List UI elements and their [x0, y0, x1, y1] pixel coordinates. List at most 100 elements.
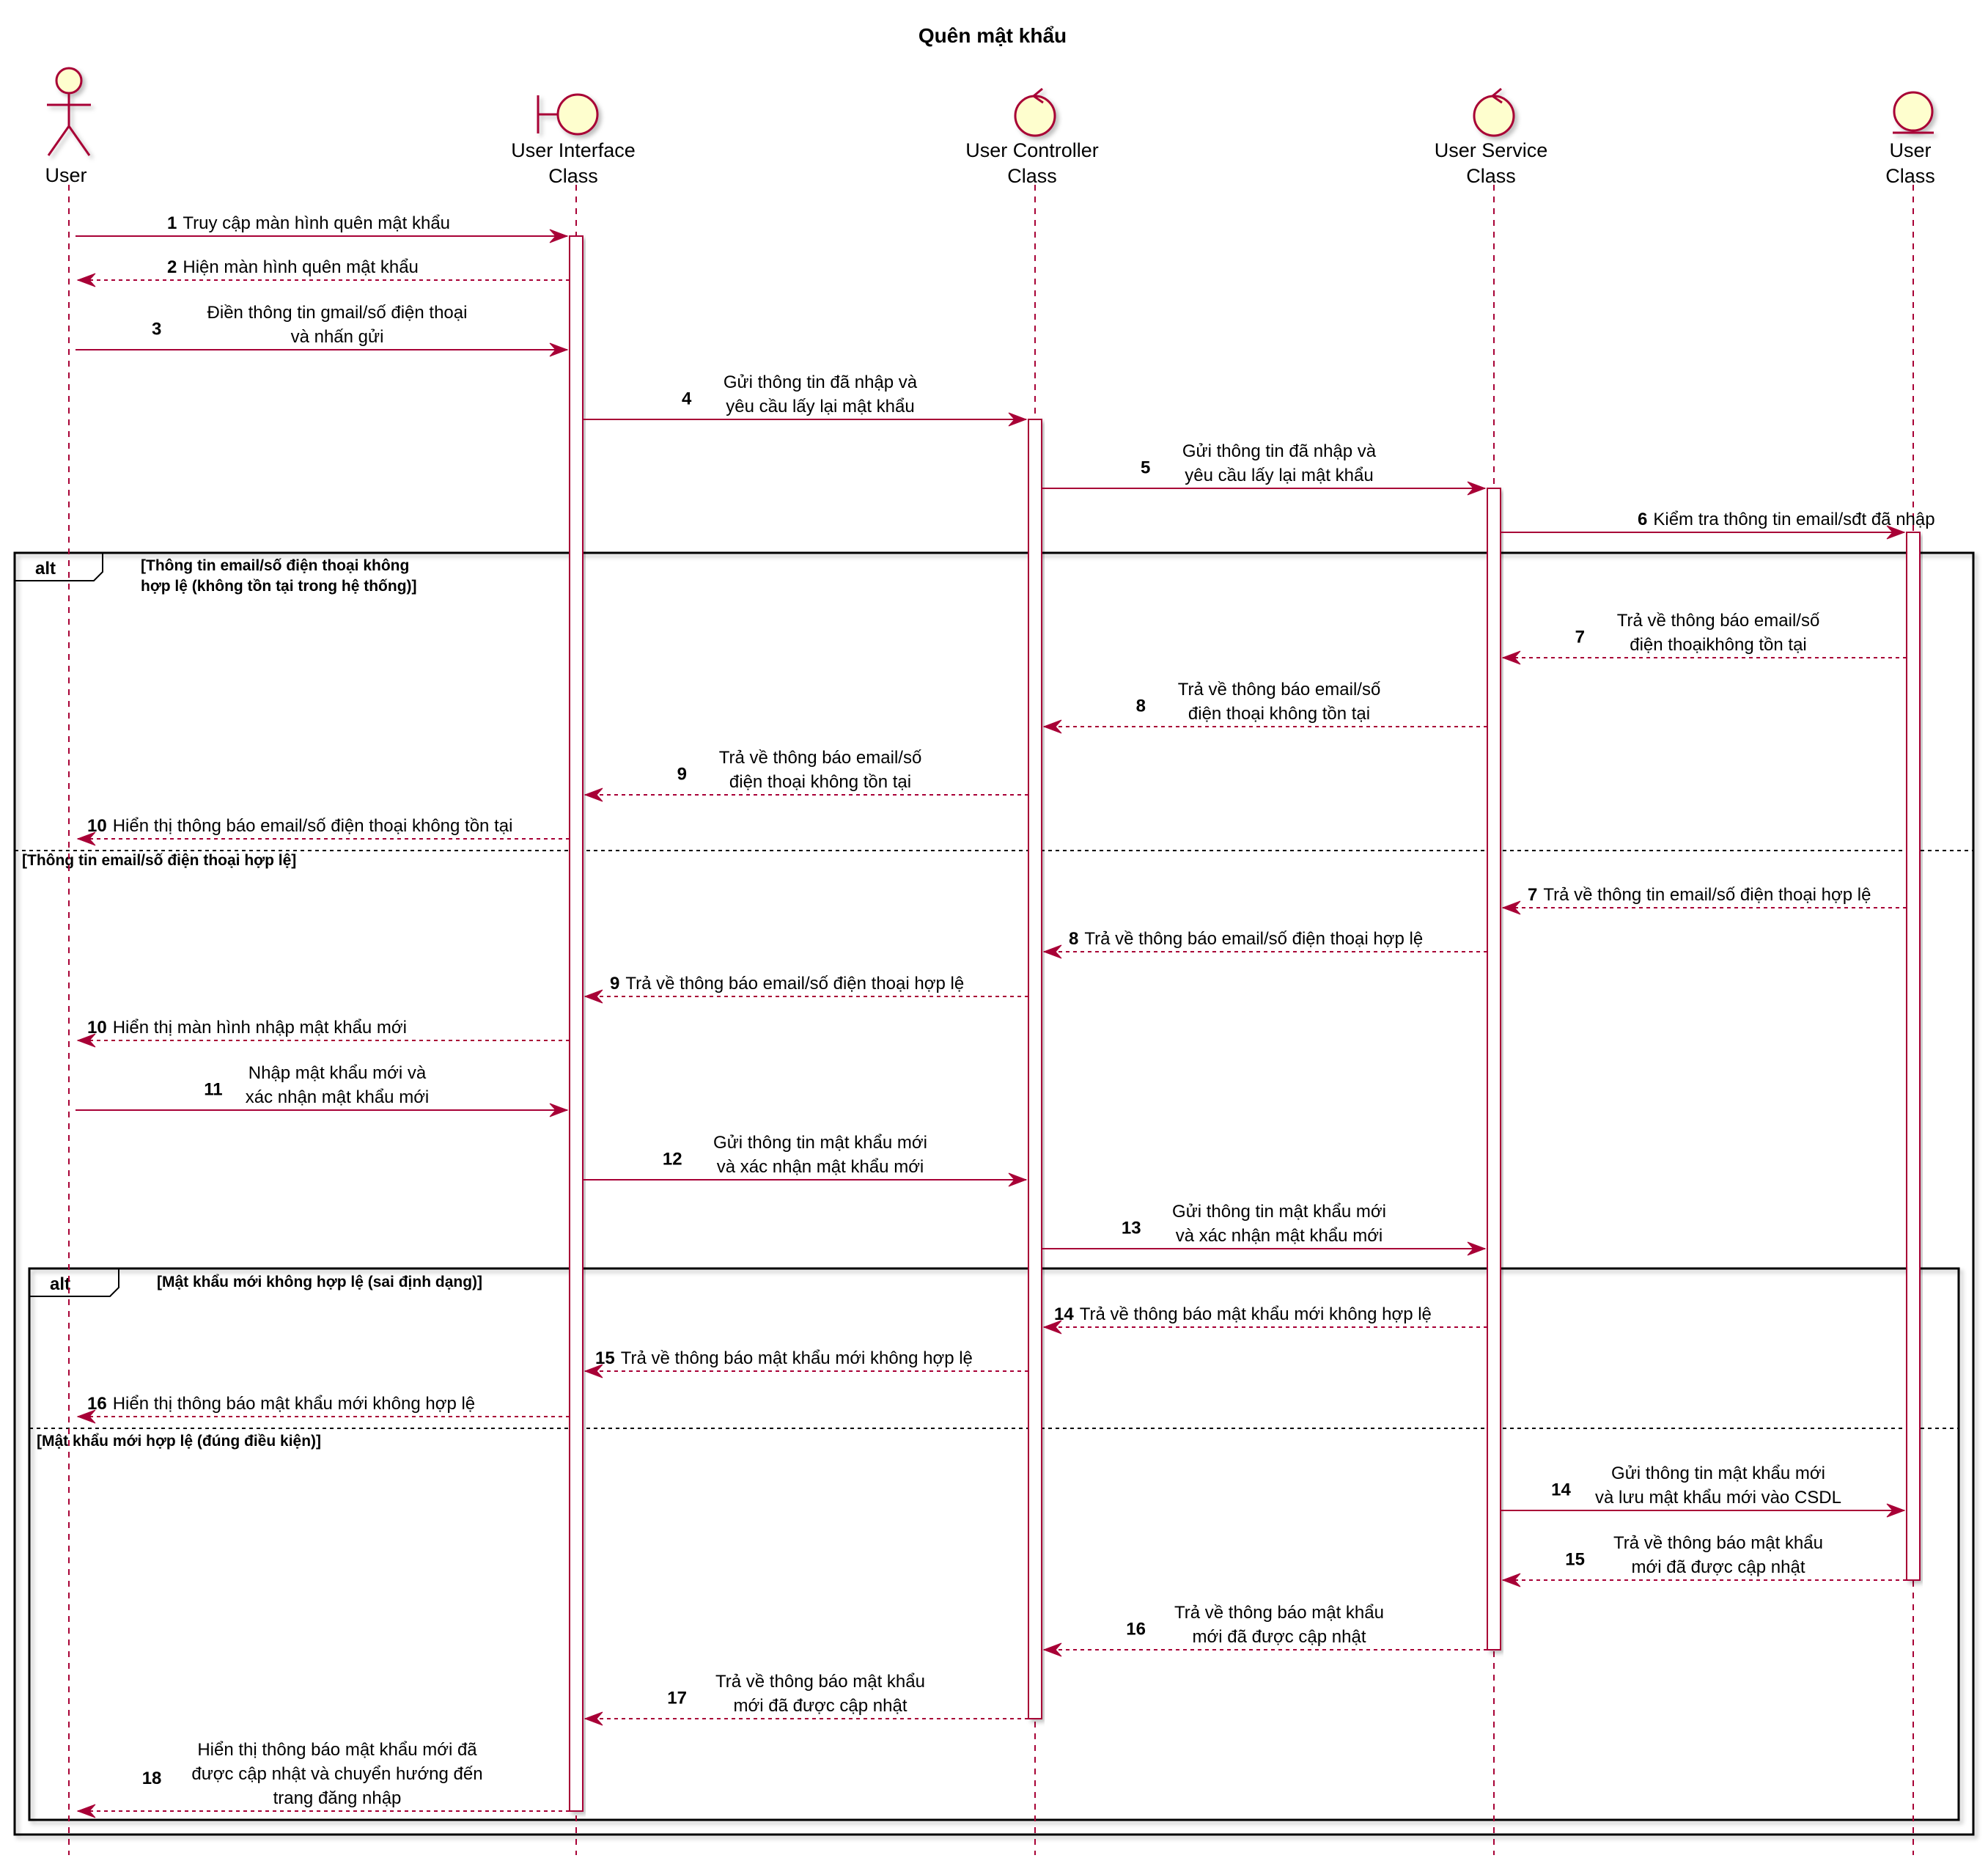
message-number: 18: [142, 1769, 162, 1788]
message-text: và xác nhận mật khẩu mới: [717, 1157, 924, 1177]
fragment-guard: [Mật khẩu mới hợp lệ (đúng điều kiện)]: [37, 1433, 321, 1450]
message-number: 7: [1575, 628, 1585, 647]
message-5: Gửi thông tin đã nhập và yêu cầu lấy lại …: [1042, 441, 1487, 496]
message-text: Hiển thị màn hình nhập mật khẩu mới: [113, 1018, 407, 1038]
message-number: 9: [677, 765, 687, 785]
message-text: Trả về thông báo mật khẩu: [715, 1672, 925, 1692]
participant-user: User: [45, 67, 91, 186]
message-number: 5: [1141, 458, 1150, 478]
message-text: Trả về thông tin email/số điện thoại hợp…: [1543, 885, 1871, 905]
arrow-head: [1467, 481, 1487, 496]
message-text: Trả về thông báo email/số: [1617, 611, 1820, 631]
message-text: và nhấn gửi: [291, 327, 384, 347]
fragment-frame: [13, 551, 1975, 1836]
fragment-keyword: alt: [50, 1274, 70, 1294]
activation-bar: [1028, 419, 1042, 1719]
message-text: Điền thông tin gmail/số điện thoại: [207, 303, 468, 323]
participant-label: Class: [1885, 165, 1935, 187]
message-number: 14: [1551, 1480, 1571, 1500]
participant-label: User: [1889, 139, 1931, 161]
participant-label: User Controller: [965, 139, 1099, 161]
fragment-keyword: alt: [35, 559, 56, 579]
message-text: yêu cầu lấy lại mật khẩu: [726, 397, 914, 416]
arrow-head: [1042, 944, 1062, 959]
arrow-head: [76, 831, 96, 846]
message-text: Hiện màn hình quên mật khẩu: [183, 257, 419, 277]
activation-layer: [569, 235, 1921, 1812]
message-text: trang đăng nhập: [273, 1788, 402, 1808]
arrow-head: [76, 1409, 96, 1424]
arrow-head: [1042, 719, 1062, 734]
actor-icon: [47, 67, 91, 156]
diagram-title: Quên mật khẩu: [918, 24, 1067, 47]
message-text: yêu cầu lấy lại mật khẩu: [1185, 466, 1373, 485]
alt-fragment: alt[Mật khẩu mới không hợp lệ (sai định …: [28, 1267, 1960, 1821]
arrow-head: [549, 1103, 569, 1117]
message-number: 10: [87, 1018, 107, 1038]
message-text: điện thoại không tồn tại: [1188, 704, 1370, 724]
message-number: 11: [204, 1080, 222, 1100]
message-number: 8: [1069, 929, 1078, 949]
message-text: Truy cập màn hình quên mật khẩu: [183, 213, 450, 233]
arrow-head: [1501, 900, 1521, 915]
arrow-head: [76, 1033, 96, 1048]
message-text: Trả về thông báo mật khẩu mới không hợp …: [621, 1348, 973, 1368]
participant-label: User Interface: [511, 139, 636, 161]
message-text: mới đã được cập nhật: [1193, 1627, 1366, 1647]
message-text: mới đã được cập nhật: [734, 1696, 908, 1716]
alt-fragment: alt[Thông tin email/số điện thoại không …: [13, 551, 1975, 1836]
arrow-head: [76, 1804, 96, 1818]
boundary-icon: [537, 93, 599, 136]
message-text: và lưu mật khẩu mới vào CSDL: [1595, 1488, 1841, 1508]
participant-label: User: [45, 164, 86, 186]
participant-label: Class: [1007, 165, 1057, 187]
message-number: 9: [610, 974, 619, 994]
message-number: 13: [1122, 1219, 1141, 1238]
message-number: 10: [87, 816, 107, 836]
message-text: Gửi thông tin đã nhập và: [1182, 441, 1377, 461]
message-label: 10 Hiển thị màn hình nhập mật khẩu mới: [87, 1018, 407, 1038]
message-number: 8: [1136, 697, 1146, 716]
message-text: Kiểm tra thông tin email/sđt đã nhập: [1653, 510, 1934, 529]
arrow-head: [76, 273, 96, 287]
fragment-guard: [Thông tin email/số điện thoại không: [141, 557, 409, 574]
message-text: Trả về thông báo email/số: [719, 748, 922, 768]
message-number: 4: [682, 389, 692, 409]
message-number: 3: [152, 320, 161, 339]
arrow-head: [583, 1364, 603, 1378]
participant-label: Class: [548, 165, 598, 187]
message-number: 15: [1565, 1550, 1585, 1570]
fragment-guard: hợp lệ (không tồn tại trong hệ thống)]: [141, 578, 417, 595]
activation-bar: [569, 235, 583, 1812]
message-text: Gửi thông tin mật khẩu mới: [1172, 1202, 1386, 1222]
arrow-head: [1886, 1503, 1906, 1518]
message-number: 16: [87, 1394, 107, 1414]
message-number: 2: [167, 257, 177, 277]
control-icon: [1014, 87, 1056, 137]
arrow-head: [1042, 1320, 1062, 1334]
message-number: 12: [663, 1150, 682, 1169]
message-number: 17: [667, 1689, 687, 1708]
arrow-head: [1008, 1172, 1028, 1187]
arrow-head: [1008, 412, 1028, 427]
